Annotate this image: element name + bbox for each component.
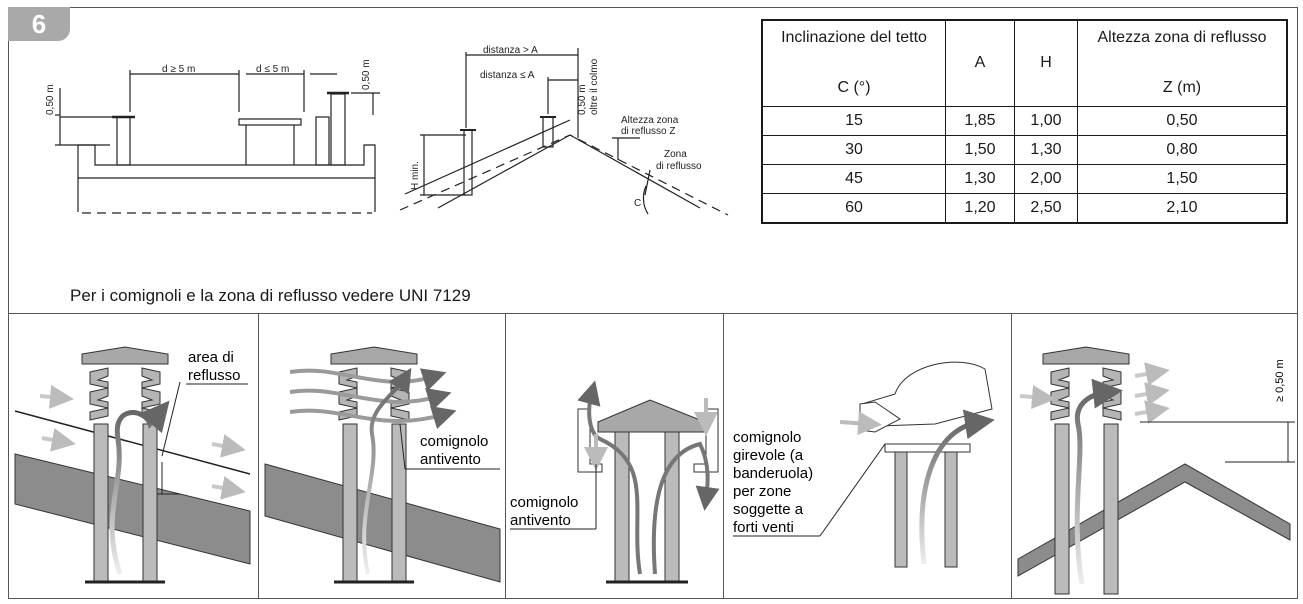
d1-dim-left: 0,50 m (45, 84, 56, 115)
d2-hmin: H min. (410, 161, 421, 190)
panel-reflux-area: area di reflusso (14, 346, 251, 584)
top-diagrams: d ≥ 5 m d ≤ 5 m 0,50 m 0,50 m distanza >… (45, 45, 729, 216)
cell-z: 0,80 (1077, 134, 1288, 165)
cell-h: 2,00 (1014, 163, 1078, 194)
table-row: 45 1,30 2,00 1,50 (761, 163, 1288, 194)
p4-label: comignolo girevole (a banderuola) per zo… (733, 429, 813, 536)
p2-label-1: comignolo (420, 433, 488, 450)
panel-antivento-1: comignolo antivento (264, 346, 501, 584)
cell-h: 2,50 (1014, 192, 1078, 223)
cell-h: 1,00 (1014, 105, 1078, 136)
table-row: 60 1,20 2,50 2,10 (761, 192, 1288, 223)
panel-divider (1011, 313, 1012, 599)
pitched-roof-diagram (399, 48, 729, 216)
cell-c: 30 (761, 134, 946, 165)
panel-above-ridge: ≥ 0,50 m (1017, 346, 1295, 595)
d2-zona-2: di reflusso (656, 161, 702, 172)
table-row: 15 1,85 1,00 0,50 (761, 105, 1288, 136)
svg-text:forti venti: forti venti (733, 519, 794, 536)
p2-label-2: antivento (420, 451, 481, 468)
d2-dist-gt: distanza > A (483, 45, 538, 56)
svg-text:per zone: per zone (733, 483, 791, 500)
d2-altezza-2: di reflusso Z (621, 126, 675, 137)
p3-label-2: antivento (510, 512, 571, 529)
cell-z: 2,10 (1077, 192, 1288, 223)
svg-text:soggette a: soggette a (733, 501, 804, 518)
panel-divider (258, 313, 259, 599)
figure-number-badge: 6 (8, 7, 70, 41)
cell-a: 1,30 (945, 163, 1015, 194)
header-h: H (1014, 19, 1078, 107)
cell-a: 1,85 (945, 105, 1015, 136)
cell-c: 45 (761, 163, 946, 194)
cell-a: 1,50 (945, 134, 1015, 165)
d2-zona-1: Zona (664, 149, 687, 160)
p1-label-2: reflusso (188, 367, 241, 384)
panel-divider-horizontal (8, 313, 1298, 314)
header-a: A (945, 19, 1015, 107)
p5-dim: ≥ 0,50 m (1274, 359, 1286, 402)
cell-c: 15 (761, 105, 946, 136)
cell-c: 60 (761, 192, 946, 223)
cell-a: 1,20 (945, 192, 1015, 223)
cell-h: 1,30 (1014, 134, 1078, 165)
d1-dim-right: 0,50 m (361, 59, 372, 90)
d2-altezza-1: Altezza zona (621, 115, 679, 126)
d2-c: C (634, 198, 641, 209)
svg-text:comignolo: comignolo (733, 429, 801, 446)
d1-dim-ge: d ≥ 5 m (162, 64, 195, 75)
p1-label-1: area di (188, 349, 234, 366)
figure-frame (8, 7, 1298, 599)
svg-text:girevole (a: girevole (a (733, 447, 804, 464)
p3-label-1: comignolo (510, 494, 578, 511)
uni-note: Per i comignoli e la zona di reflusso ve… (70, 286, 471, 305)
d1-dim-le: d ≤ 5 m (256, 64, 289, 75)
panel-girevole: comignolo girevole (a banderuola) per zo… (733, 361, 995, 568)
svg-text:banderuola): banderuola) (733, 465, 813, 482)
panel-antivento-2: comignolo antivento (510, 380, 720, 584)
d2-oltre-1: 0,50 m (577, 84, 588, 115)
panel-divider (505, 313, 506, 599)
d2-dist-le: distanza ≤ A (480, 70, 535, 81)
cell-z: 1,50 (1077, 163, 1288, 194)
panel-divider (723, 313, 724, 599)
d2-oltre-2: oltre il colmo (589, 58, 600, 115)
cell-z: 0,50 (1077, 105, 1288, 136)
flat-roof-diagram (55, 70, 380, 214)
chimney-panels: area di reflusso comignolo antivento (14, 346, 1295, 595)
table-row: 30 1,50 1,30 0,80 (761, 134, 1288, 165)
